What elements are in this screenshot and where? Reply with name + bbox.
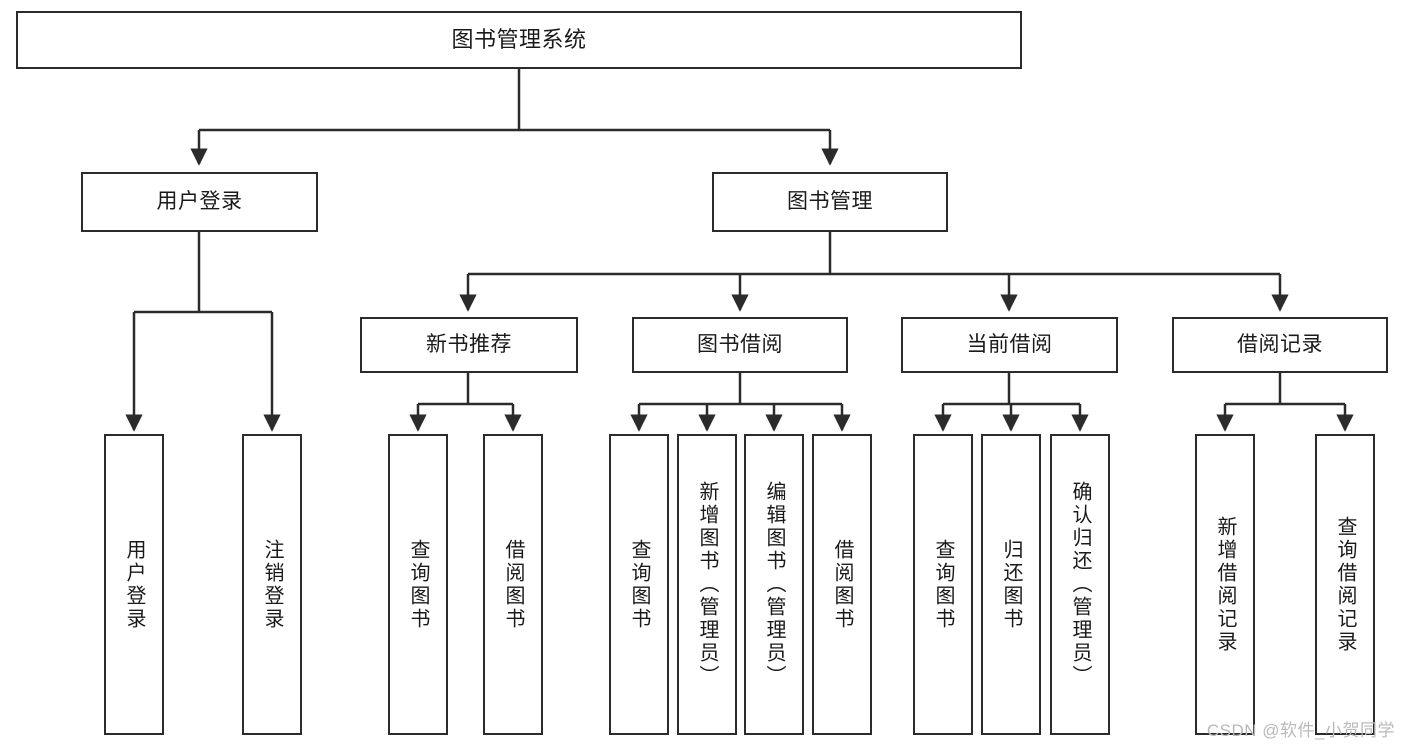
leaf-borrow-add-book-label: 新增图书（管理员）: [696, 481, 718, 688]
leaf-borrow-add-book[interactable]: 新增图书（管理员）: [677, 434, 737, 735]
node-user-login-label: 用户登录: [156, 190, 243, 214]
leaf-borrow-borrow-book[interactable]: 借阅图书: [812, 434, 872, 735]
leaf-new-book-query-books-label: 查询图书: [407, 538, 429, 631]
leaf-record-query-record[interactable]: 查询借阅记录: [1315, 434, 1375, 735]
node-new-book-recommend[interactable]: 新书推荐: [360, 317, 578, 373]
leaf-borrow-query-books[interactable]: 查询图书: [609, 434, 669, 735]
leaf-borrow-edit-book[interactable]: 编辑图书（管理员）: [744, 434, 804, 735]
leaf-new-book-borrow-books-label: 借阅图书: [502, 538, 524, 631]
leaf-current-query-books-label: 查询图书: [932, 538, 954, 631]
leaf-borrow-edit-book-label: 编辑图书（管理员）: [763, 481, 785, 688]
leaf-new-book-borrow-books[interactable]: 借阅图书: [483, 434, 543, 735]
leaf-logout-label: 注销登录: [261, 538, 283, 631]
leaf-record-query-record-label: 查询借阅记录: [1334, 515, 1356, 654]
node-user-login[interactable]: 用户登录: [81, 172, 318, 232]
node-borrow-record-label: 借阅记录: [1237, 333, 1323, 357]
node-root-label: 图书管理系统: [451, 26, 587, 52]
leaf-current-confirm-return[interactable]: 确认归还（管理员）: [1050, 434, 1110, 735]
node-borrow-record[interactable]: 借阅记录: [1172, 317, 1388, 373]
leaf-current-return-books-label: 归还图书: [1000, 538, 1022, 631]
node-root[interactable]: 图书管理系统: [16, 11, 1022, 69]
leaf-current-query-books[interactable]: 查询图书: [913, 434, 973, 735]
leaf-record-add-record[interactable]: 新增借阅记录: [1195, 434, 1255, 735]
node-book-borrow[interactable]: 图书借阅: [632, 317, 848, 373]
leaf-user-login[interactable]: 用户登录: [104, 434, 164, 735]
node-book-management[interactable]: 图书管理: [712, 172, 948, 232]
node-current-borrow[interactable]: 当前借阅: [901, 317, 1118, 373]
node-current-borrow-label: 当前借阅: [966, 333, 1053, 357]
leaf-logout[interactable]: 注销登录: [242, 434, 302, 735]
leaf-record-add-record-label: 新增借阅记录: [1214, 515, 1236, 654]
leaf-borrow-borrow-book-label: 借阅图书: [831, 538, 853, 631]
leaf-new-book-query-books[interactable]: 查询图书: [388, 434, 448, 735]
leaf-borrow-query-books-label: 查询图书: [628, 538, 650, 631]
node-book-borrow-label: 图书借阅: [697, 333, 783, 357]
leaf-current-return-books[interactable]: 归还图书: [981, 434, 1041, 735]
leaf-user-login-label: 用户登录: [123, 538, 145, 631]
node-new-book-recommend-label: 新书推荐: [426, 333, 512, 357]
leaf-current-confirm-return-label: 确认归还（管理员）: [1069, 481, 1091, 688]
node-book-management-label: 图书管理: [787, 190, 873, 214]
